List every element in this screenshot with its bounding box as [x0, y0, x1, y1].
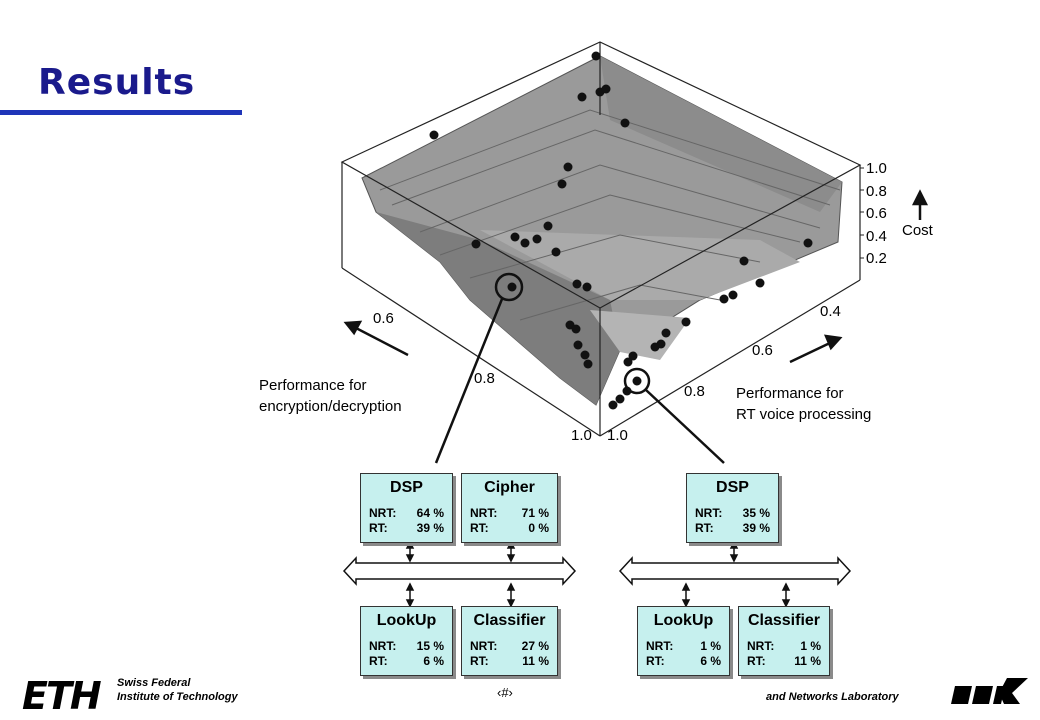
bus-right: [618, 556, 852, 586]
arch-left-classifier: Classifier NRT: 27 % RT: 11 %: [461, 606, 558, 676]
arch-right-lookup: LookUp NRT: 1 % RT: 6 %: [637, 606, 730, 676]
arch-left-dsp: DSP NRT: 64 % RT: 39 %: [360, 473, 453, 543]
rt-value: 0 %: [528, 521, 549, 535]
bus-left: [342, 556, 577, 586]
title-underline: [0, 110, 242, 115]
nrt-label: NRT:: [646, 639, 674, 653]
rt-label: RT:: [470, 521, 489, 535]
nrt-label: NRT:: [695, 506, 723, 520]
lab-logo: [951, 678, 1028, 704]
rt-value: 39 %: [742, 521, 770, 535]
rt-label: RT:: [747, 654, 766, 668]
institution-name: Swiss Federal Institute of Technology: [117, 676, 238, 704]
nrt-value: 64 %: [416, 506, 444, 520]
cost-axis-label: Cost: [902, 222, 933, 239]
institution-line: Swiss Federal: [117, 677, 191, 689]
surface-steps: [379, 109, 841, 321]
unit-name: Cipher: [484, 479, 535, 496]
rt-value: 39 %: [416, 521, 444, 535]
arch-left-lookup: LookUp NRT: 15 % RT: 6 %: [360, 606, 453, 676]
nrt-label: NRT:: [470, 506, 498, 520]
nrt-value: 1 %: [700, 639, 721, 653]
nrt-value: 27 %: [521, 639, 549, 653]
eth-logo: ETH: [22, 674, 102, 718]
right-axis-tick: 0.6: [752, 342, 773, 359]
data-points: [429, 51, 813, 410]
cost-tick: 0.8: [866, 182, 887, 200]
rt-value: 11 %: [522, 654, 549, 668]
nrt-label: NRT:: [369, 639, 397, 653]
rt-value: 6 %: [423, 654, 444, 668]
surface-step-2: [590, 310, 690, 360]
unit-name: LookUp: [653, 612, 714, 629]
rt-value: 11 %: [794, 654, 821, 668]
right-axis-tick: 0.4: [820, 303, 841, 320]
unit-name: DSP: [716, 479, 749, 496]
bus-connectors: [405, 540, 791, 608]
slide-title: Results: [38, 62, 196, 103]
surface-top: [600, 56, 842, 212]
institution-line: Institute of Technology: [117, 691, 238, 703]
cost-tick: 0.2: [866, 250, 887, 267]
rt-value: 6 %: [700, 654, 721, 668]
nrt-label: NRT:: [369, 506, 397, 520]
left-axis-tick: 1.0: [571, 427, 592, 444]
highlight-callouts: [434, 272, 725, 464]
nrt-label: NRT:: [747, 639, 775, 653]
callout-encryption: Performance for encryption/decryption: [259, 377, 402, 415]
cost-tick: 0.4: [866, 227, 887, 245]
unit-name: Classifier: [747, 612, 821, 629]
callout-voice: Performance for RT voice processing: [736, 385, 872, 423]
rt-label: RT:: [470, 654, 489, 668]
arch-right-classifier: Classifier NRT: 1 % RT: 11 %: [738, 606, 830, 676]
nrt-value: 15 %: [416, 639, 444, 653]
rt-label: RT:: [646, 654, 665, 668]
nrt-label: NRT:: [470, 639, 498, 653]
cost-tick: 1.0: [866, 160, 887, 177]
unit-name: LookUp: [376, 612, 437, 629]
nrt-value: 1 %: [800, 639, 821, 653]
right-axis-tick: 0.8: [684, 383, 705, 400]
rt-label: RT:: [369, 654, 388, 668]
unit-name: Classifier: [473, 612, 546, 629]
arch-right-dsp: DSP NRT: 35 % RT: 39 %: [686, 473, 779, 543]
left-axis-tick: 0.8: [474, 370, 495, 387]
nrt-value: 35 %: [742, 506, 770, 520]
unit-name: DSP: [390, 479, 423, 496]
arch-left-cipher: Cipher NRT: 71 % RT: 0 %: [461, 473, 558, 543]
cost-tick: 0.6: [866, 205, 887, 222]
cost-axis-ticks: 1.0 0.8 0.6 0.4 0.2: [866, 158, 887, 271]
surface-step: [480, 230, 800, 300]
right-axis-tick: 1.0: [607, 427, 628, 444]
nrt-value: 71 %: [521, 506, 549, 520]
lab-name: and Networks Laboratory: [766, 691, 899, 703]
axis-arrows: [343, 189, 929, 364]
tick-marks: [860, 167, 864, 259]
page-number: ‹#›: [497, 685, 513, 700]
rt-label: RT:: [369, 521, 388, 535]
left-axis-tick: 0.6: [373, 310, 394, 327]
rt-label: RT:: [695, 521, 714, 535]
